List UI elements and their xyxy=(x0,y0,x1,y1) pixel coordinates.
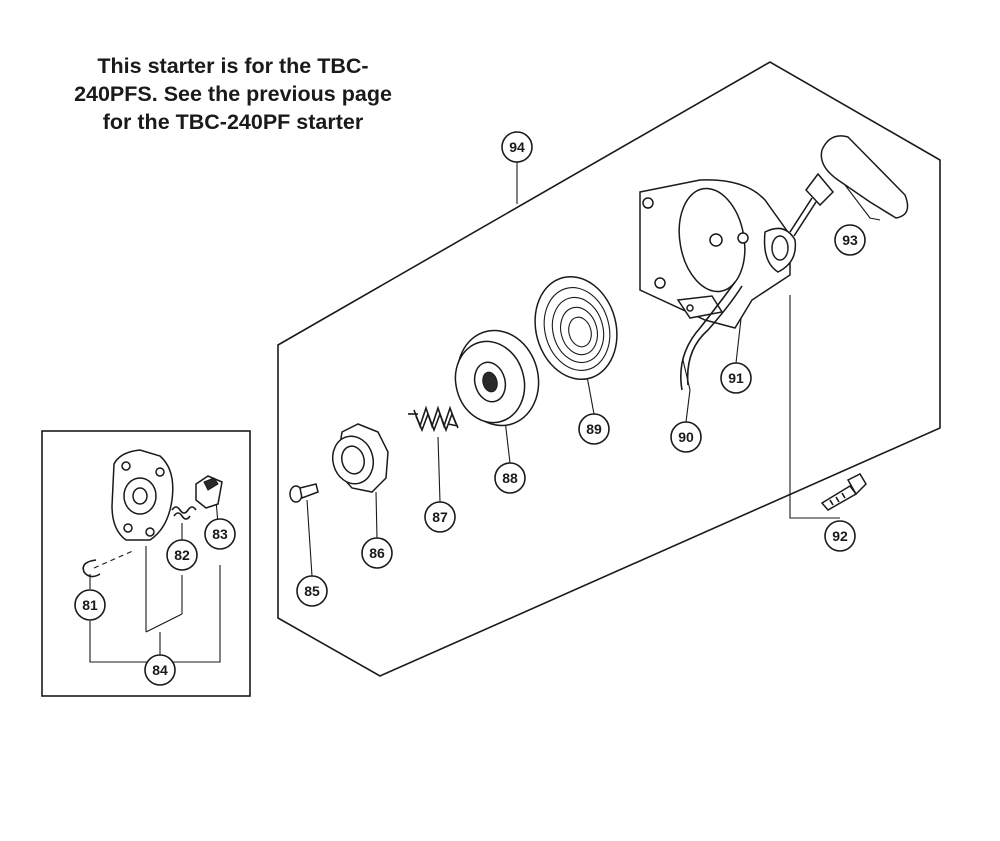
callout-82: 82 xyxy=(166,539,198,571)
callout-85: 85 xyxy=(296,575,328,607)
callout-83: 83 xyxy=(204,518,236,550)
callout-label-85: 85 xyxy=(304,583,320,599)
callout-label-87: 87 xyxy=(432,509,448,525)
callout-label-83: 83 xyxy=(212,526,228,542)
starter-note: This starter is for the TBC- 240PFS. See… xyxy=(48,52,418,136)
starter-rope-90 xyxy=(680,281,736,391)
callout-label-82: 82 xyxy=(174,547,190,563)
callout-84: 84 xyxy=(144,654,176,686)
callout-label-94: 94 xyxy=(509,139,525,155)
ratchet-spring-87 xyxy=(408,405,459,433)
spring-82 xyxy=(171,506,197,520)
clip-81 xyxy=(82,559,101,578)
inset-box-84 xyxy=(41,430,251,697)
callout-label-88: 88 xyxy=(502,470,518,486)
callout-89: 89 xyxy=(578,413,610,445)
ratchet-86 xyxy=(331,423,389,493)
callout-label-89: 89 xyxy=(586,421,602,437)
rope-reel-88 xyxy=(454,329,540,427)
callout-91: 91 xyxy=(720,362,752,394)
note-line-3: for the TBC-240PF starter xyxy=(102,110,364,134)
callout-label-84: 84 xyxy=(152,662,168,678)
callout-label-91: 91 xyxy=(728,370,744,386)
callout-90: 90 xyxy=(670,421,702,453)
callout-92: 92 xyxy=(824,520,856,552)
callout-label-90: 90 xyxy=(678,429,694,445)
callout-81: 81 xyxy=(74,589,106,621)
callout-88: 88 xyxy=(494,462,526,494)
note-line-1: This starter is for the TBC- xyxy=(97,54,369,78)
note-line-2: 240PFS. See the previous page xyxy=(74,82,392,106)
callout-86: 86 xyxy=(361,537,393,569)
pawl-83 xyxy=(195,475,223,509)
callout-label-93: 93 xyxy=(842,232,858,248)
callout-94: 94 xyxy=(501,131,533,163)
callout-93: 93 xyxy=(834,224,866,256)
callout-label-81: 81 xyxy=(82,597,98,613)
assembly-boundary-94 xyxy=(277,61,941,677)
pawl-assembly-84 xyxy=(111,449,174,541)
callout-label-92: 92 xyxy=(832,528,848,544)
recoil-spring-89 xyxy=(534,275,618,381)
bolt-92 xyxy=(820,473,867,511)
callout-87: 87 xyxy=(424,501,456,533)
callout-label-86: 86 xyxy=(369,545,385,561)
starter-housing-91 xyxy=(639,179,797,329)
starter-handle-93 xyxy=(789,135,909,237)
leader-lines xyxy=(89,162,881,663)
screw-85 xyxy=(289,483,319,503)
